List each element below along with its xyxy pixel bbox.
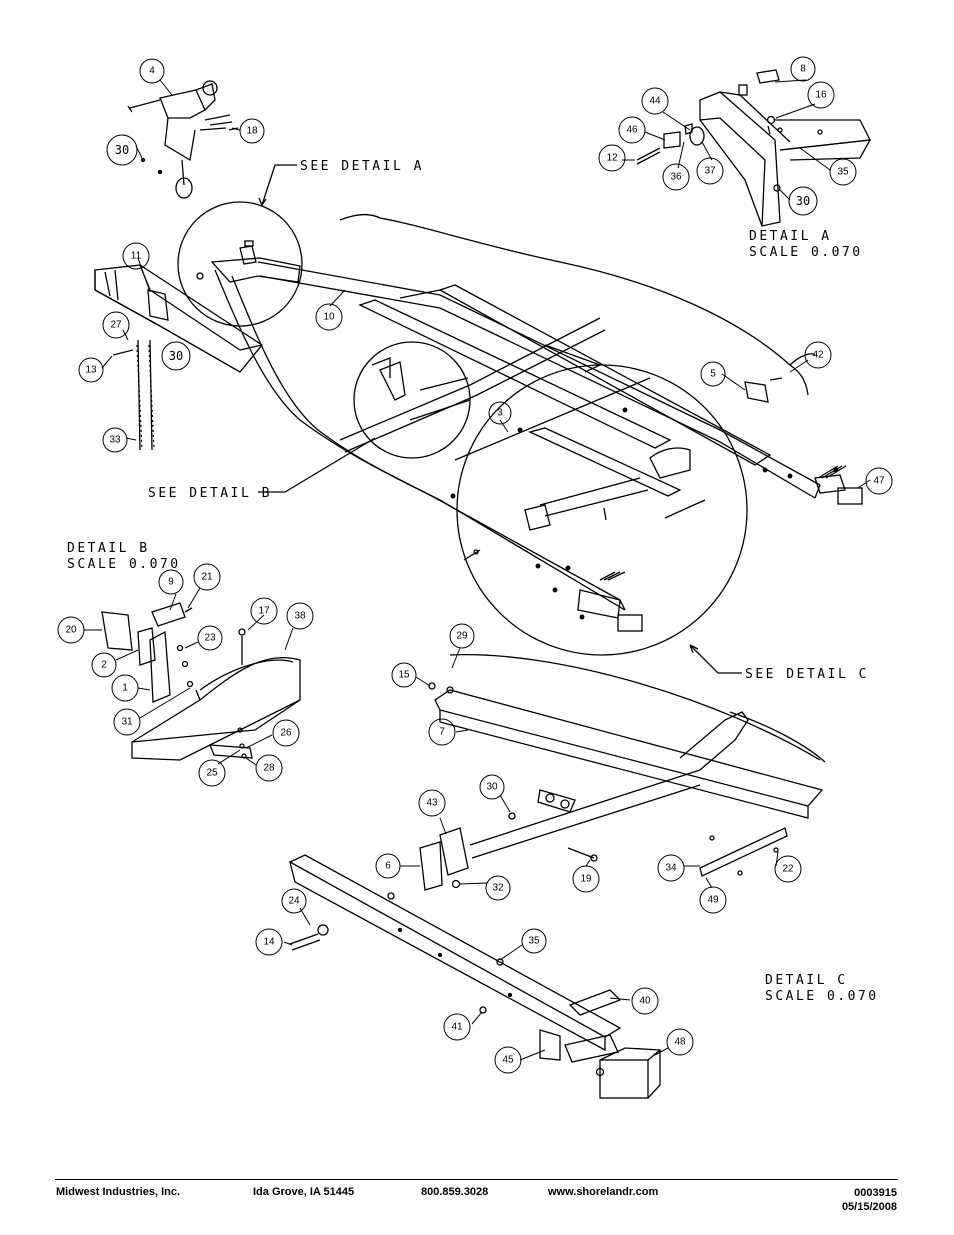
footer-doc-number: 0003915: [854, 1187, 897, 1199]
callout-12: 12: [606, 153, 618, 164]
callout-3: 3: [497, 408, 503, 419]
callout-30: 30: [486, 782, 498, 793]
parts-diagram: 4 18 30 11 27 13 30 33 10 5 42 47 3 8 16…: [57, 56, 893, 1099]
detail-c-circle: [456, 364, 748, 656]
callout-5: 5: [710, 369, 716, 380]
callout-15: 15: [398, 670, 410, 681]
callout-16: 16: [815, 90, 827, 101]
callout-46: 46: [626, 125, 638, 136]
callout-42: 42: [812, 350, 824, 361]
footer-date: 05/15/2008: [841, 1201, 897, 1213]
callout-48: 48: [674, 1037, 686, 1048]
callout-6: 6: [385, 861, 391, 872]
callout-37: 37: [704, 166, 716, 177]
callout-31: 31: [121, 717, 133, 728]
callout-30: 30: [169, 349, 183, 363]
detail-c-enlargement: [288, 654, 826, 1099]
callout-7: 7: [439, 727, 445, 738]
callout-44: 44: [649, 96, 661, 107]
callout-21: 21: [201, 572, 213, 583]
callout-28: 28: [263, 763, 275, 774]
callout-33: 33: [109, 435, 121, 446]
footer-phone: 800.859.3028: [421, 1186, 489, 1198]
callout-2: 2: [101, 660, 107, 671]
callout-20: 20: [65, 625, 77, 636]
detail-b-leader: [258, 437, 376, 493]
detail-c-title: DETAIL C: [765, 973, 848, 988]
callout-30: 30: [115, 143, 129, 157]
callout-27: 27: [110, 320, 122, 331]
callout-26: 26: [280, 728, 292, 739]
detail-b-title: DETAIL B: [67, 541, 150, 556]
callout-17: 17: [258, 606, 270, 617]
footer-divider: [55, 1179, 898, 1180]
callout-43: 43: [426, 798, 438, 809]
callout-leaders: [84, 79, 871, 1061]
see-detail-b-label: SEE DETAIL B: [148, 486, 272, 501]
detail-a-title: DETAIL A: [749, 229, 832, 244]
footer-location: Ida Grove, IA 51445: [253, 1186, 355, 1198]
callout-18: 18: [246, 126, 258, 137]
winch-assembly: [127, 80, 239, 199]
callout-8: 8: [800, 64, 806, 75]
callout-47: 47: [873, 476, 885, 487]
callout-41: 41: [451, 1022, 463, 1033]
callout-11: 11: [131, 251, 142, 262]
see-detail-c-label: SEE DETAIL C: [745, 667, 869, 682]
callout-19: 19: [580, 874, 592, 885]
callout-36: 36: [670, 172, 682, 183]
footer-company: Midwest Industries, Inc.: [56, 1186, 181, 1198]
callout-29: 29: [456, 631, 468, 642]
callout-4: 4: [149, 66, 155, 77]
callout-14: 14: [263, 937, 275, 948]
callout-30: 30: [796, 194, 810, 208]
detail-b-scale: SCALE 0.070: [67, 557, 181, 572]
callout-49: 49: [707, 895, 719, 906]
callout-38: 38: [294, 611, 306, 622]
detail-a-leader: [261, 164, 297, 206]
detail-a-circle: [177, 201, 303, 327]
detail-a-scale: SCALE 0.070: [749, 245, 863, 260]
callout-22: 22: [782, 864, 794, 875]
detail-a-enlargement: [636, 69, 872, 227]
callout-25: 25: [206, 768, 218, 779]
detail-b-enlargement: [101, 602, 301, 761]
callout-1: 1: [122, 683, 128, 694]
footer-doc-info: 0003915 05/15/2008: [842, 1186, 897, 1214]
footer-website[interactable]: www.shorelandr.com: [548, 1186, 659, 1198]
detail-c-scale: SCALE 0.070: [765, 989, 879, 1004]
see-detail-a-label: SEE DETAIL A: [300, 159, 424, 174]
callout-40: 40: [639, 996, 651, 1007]
callout-bubbles: [57, 56, 893, 1074]
callout-10: 10: [323, 312, 335, 323]
detail-c-leader: [689, 644, 742, 674]
main-frame: [94, 213, 863, 620]
callout-23: 23: [204, 633, 216, 644]
callout-35: 35: [528, 936, 540, 947]
callout-34: 34: [665, 863, 677, 874]
callout-13: 13: [85, 365, 97, 376]
callout-24: 24: [288, 896, 300, 907]
callout-32: 32: [492, 883, 504, 894]
callout-45: 45: [502, 1055, 514, 1066]
callout-9: 9: [168, 577, 174, 588]
callout-35: 35: [837, 167, 849, 178]
